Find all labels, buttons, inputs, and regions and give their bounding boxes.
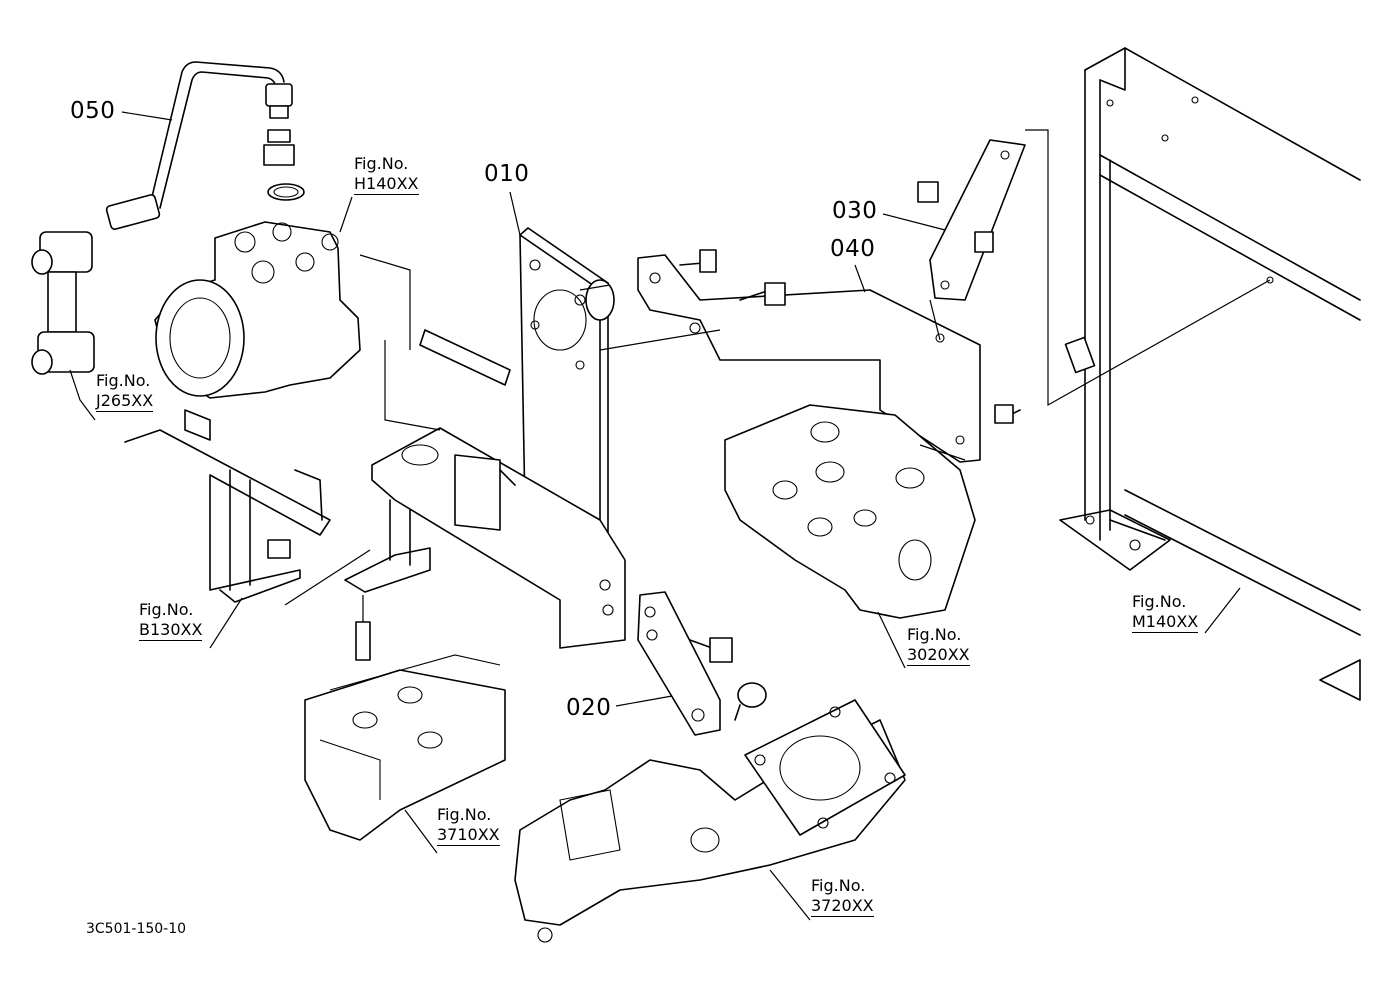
manifold-3720 [514,699,906,943]
fig-ref-h140: Fig.No. H140XX [354,156,419,195]
bracket-030 [917,139,1026,301]
part-label-050: 050 [70,98,116,124]
fig-ref-3720: Fig.No. 3720XX [811,878,874,917]
fig-ref-3710: Fig.No. 3710XX [437,807,500,846]
fig-prefix: Fig.No. [1132,592,1187,611]
fig-prefix: Fig.No. [354,154,409,173]
frame-m140 [1059,47,1361,701]
fig-code: 3720XX [811,896,874,917]
label-leaders [69,111,1241,921]
block-3710 [304,654,506,841]
cylinder-head-3020 [724,404,1021,619]
diagram-code: 3C501-150-10 [86,921,187,937]
fig-prefix: Fig.No. [96,371,151,390]
fig-code: 3020XX [907,645,970,666]
part-label-040: 040 [830,236,876,262]
pipe-050 [105,61,305,230]
fig-ref-b130: Fig.No. B130XX [139,600,203,641]
fig-code: J265XX [96,391,154,412]
steering-unit-h140 [154,221,361,399]
fig-prefix: Fig.No. [811,876,866,895]
fig-prefix: Fig.No. [139,600,194,619]
bracket-040 [637,249,981,463]
stud-bolt [355,595,371,661]
fig-ref-3020: Fig.No. 3020XX [907,627,970,666]
fig-code: M140XX [1132,612,1199,633]
fig-code: 3710XX [437,825,500,846]
stay-020 [637,591,767,736]
part-label-010: 010 [484,161,530,187]
fig-code: H140XX [354,174,419,195]
fig-prefix: Fig.No. [437,805,492,824]
fig-code: B130XX [139,620,203,641]
part-label-030: 030 [832,198,878,224]
reference-lines [579,129,1271,461]
frame-b130 [124,409,371,606]
fig-ref-m140: Fig.No. M140XX [1132,592,1199,633]
part-label-020: 020 [566,695,612,721]
fig-prefix: Fig.No. [907,625,962,644]
fig-ref-j265: Fig.No. J265XX [96,371,154,412]
bracket-010 [344,227,626,649]
fitting-j265 [31,231,95,375]
